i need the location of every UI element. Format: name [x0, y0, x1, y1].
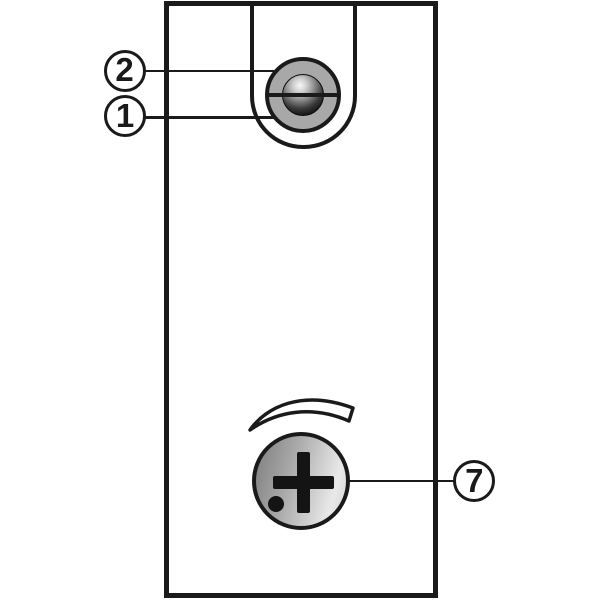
lens-recess-outline	[250, 4, 357, 149]
callout-line-2	[144, 69, 274, 73]
callout-7-label: 7	[465, 461, 484, 499]
callout-2: 2	[103, 49, 146, 92]
callout-2-label: 2	[115, 51, 134, 88]
device-body-outline	[163, 0, 438, 598]
callout-1: 1	[104, 95, 146, 137]
callout-7: 7	[453, 460, 496, 502]
screw-slot-vertical	[296, 451, 310, 513]
callout-line-1	[144, 116, 275, 119]
callout-line-7	[349, 479, 455, 483]
screw-index-dot	[268, 495, 284, 512]
lens-divider-line	[266, 93, 339, 97]
callout-1-label: 1	[115, 96, 135, 134]
